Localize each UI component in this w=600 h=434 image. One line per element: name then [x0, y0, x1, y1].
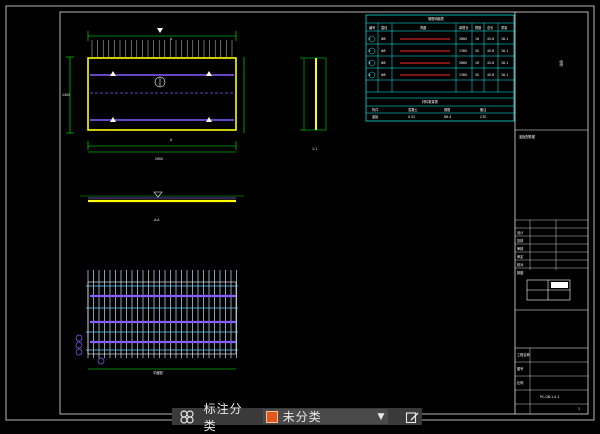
schedule-cell: Φ8 [381, 73, 386, 77]
elevation-view: A-A [80, 191, 244, 222]
schedule-header-cell: 根数 [475, 25, 482, 30]
schedule-cell: Φ8 [381, 49, 386, 53]
slab-outline [87, 57, 237, 131]
tb-sheet: 1 [578, 407, 580, 411]
schedule-cell: 18.1 [501, 61, 508, 65]
drawing-name: 盖板配筋图 [519, 134, 535, 139]
dim-left-label: 1400 [62, 93, 70, 97]
schedule-cell: 2860 [459, 61, 467, 65]
schedule-header-cell: 单根长 [459, 25, 469, 30]
material-header-cell: 构件 [372, 107, 379, 112]
schedule-cell: Φ8 [381, 61, 386, 65]
schedule-header-cell: 编号 [369, 25, 375, 30]
schedule-cell: Φ8 [381, 37, 386, 41]
material-cell: 盖板 [372, 114, 379, 119]
schedule-cell: 40.8 [487, 49, 494, 53]
plan-view-top: A A 1400 2900 [62, 28, 245, 161]
tb-role-label: 审定 [517, 254, 524, 259]
schedule-cell: 45.8 [487, 37, 494, 41]
chevron-down-icon: ▼ [377, 411, 385, 422]
schedule-title: 钢筋明细表 [428, 16, 445, 21]
category-select[interactable]: 未分类 ▼ [262, 409, 389, 424]
schedule-cell: ① [368, 37, 371, 41]
elevation-label: A-A [154, 218, 160, 222]
toolbar-label: 标注分类 [203, 401, 243, 433]
dim-bottom-label: 2900 [155, 157, 163, 161]
schedule-cell: 16.1 [501, 49, 508, 53]
side-view-label: 1-1 [312, 147, 317, 151]
tb-role-label: 设计 [517, 230, 524, 235]
rebar-plan-view: 平面图 [75, 270, 238, 375]
annotation-toolbar: 标注分类 未分类 ▼ [172, 402, 422, 433]
material-cell: 68.4 [444, 115, 451, 119]
side-view: 1-1 [300, 57, 327, 151]
material-cell: C30 [480, 115, 486, 119]
schedule-header-cell: 重量 [501, 25, 508, 30]
tb-project-label: 工程名称 [517, 352, 531, 357]
cad-drawing-canvas[interactable]: A A 1400 2900 1-1 A-A [0, 0, 600, 425]
tb-scale-label: 比例 [517, 380, 523, 385]
rebar-number-circle [368, 47, 376, 55]
vertical-note: 说明 [559, 60, 564, 66]
category-color-swatch [265, 410, 278, 423]
rebar-number-circle [368, 59, 376, 67]
schedule-cell: 1360 [459, 73, 467, 77]
schedule-cell: ② [368, 49, 371, 53]
schedule-header-cell: 简图 [420, 25, 426, 30]
material-header-cell: 钢筋 [444, 107, 450, 112]
edit-icon[interactable] [402, 408, 422, 425]
schedule-cell: 16.1 [501, 73, 508, 77]
schedule-header-cell: 总长 [487, 25, 494, 30]
schedule-cell: 40.8 [487, 73, 494, 77]
schedule-cell: ③ [368, 61, 371, 65]
schedule-header-cell: 直径 [381, 25, 388, 30]
schedule-cell: 18.1 [501, 37, 508, 41]
tag-cluster-icon[interactable] [176, 408, 198, 425]
schedule-cell: 45.8 [487, 61, 494, 65]
rebar-callouts [75, 334, 105, 365]
schedule-cell: 30 [475, 73, 479, 77]
schedule-cell: 30 [475, 49, 479, 53]
material-header-cell: 备注 [480, 107, 487, 112]
schedule-cell: 1360 [459, 49, 467, 53]
tb-role-label: 复核 [517, 238, 524, 243]
rebar-number-circle [368, 35, 376, 43]
tb-code: PC-GB-1.0-1 [540, 395, 559, 399]
schedule-cell: 2860 [459, 37, 467, 41]
rebar-schedule-table: 钢筋明细表 编号 直径 简图 单根长 根数总长 重量 ① Φ8 2860 16 45.8 18.1 ②… [365, 14, 515, 122]
tb-role-label: 审核 [517, 246, 524, 251]
material-header-cell: 混凝土 [408, 107, 418, 112]
section-arrow-label: A [170, 37, 173, 41]
schedule-cell: ④ [368, 73, 371, 77]
plan-label: 平面图 [153, 371, 163, 375]
tb-role-label: 校对 [517, 262, 524, 267]
schedule-cell: 16 [475, 37, 479, 41]
section-arrow-label-bottom: A [170, 138, 173, 142]
material-cell: 0.52 [408, 115, 415, 119]
tb-role-label: 制图 [517, 270, 523, 275]
schedule-cell: 16 [475, 61, 479, 65]
rebar-number-circle [368, 71, 376, 79]
tb-drawing-no-label: 图号 [517, 366, 523, 371]
category-selected-text: 未分类 [282, 410, 322, 424]
material-title: 材料数量表 [422, 99, 439, 104]
